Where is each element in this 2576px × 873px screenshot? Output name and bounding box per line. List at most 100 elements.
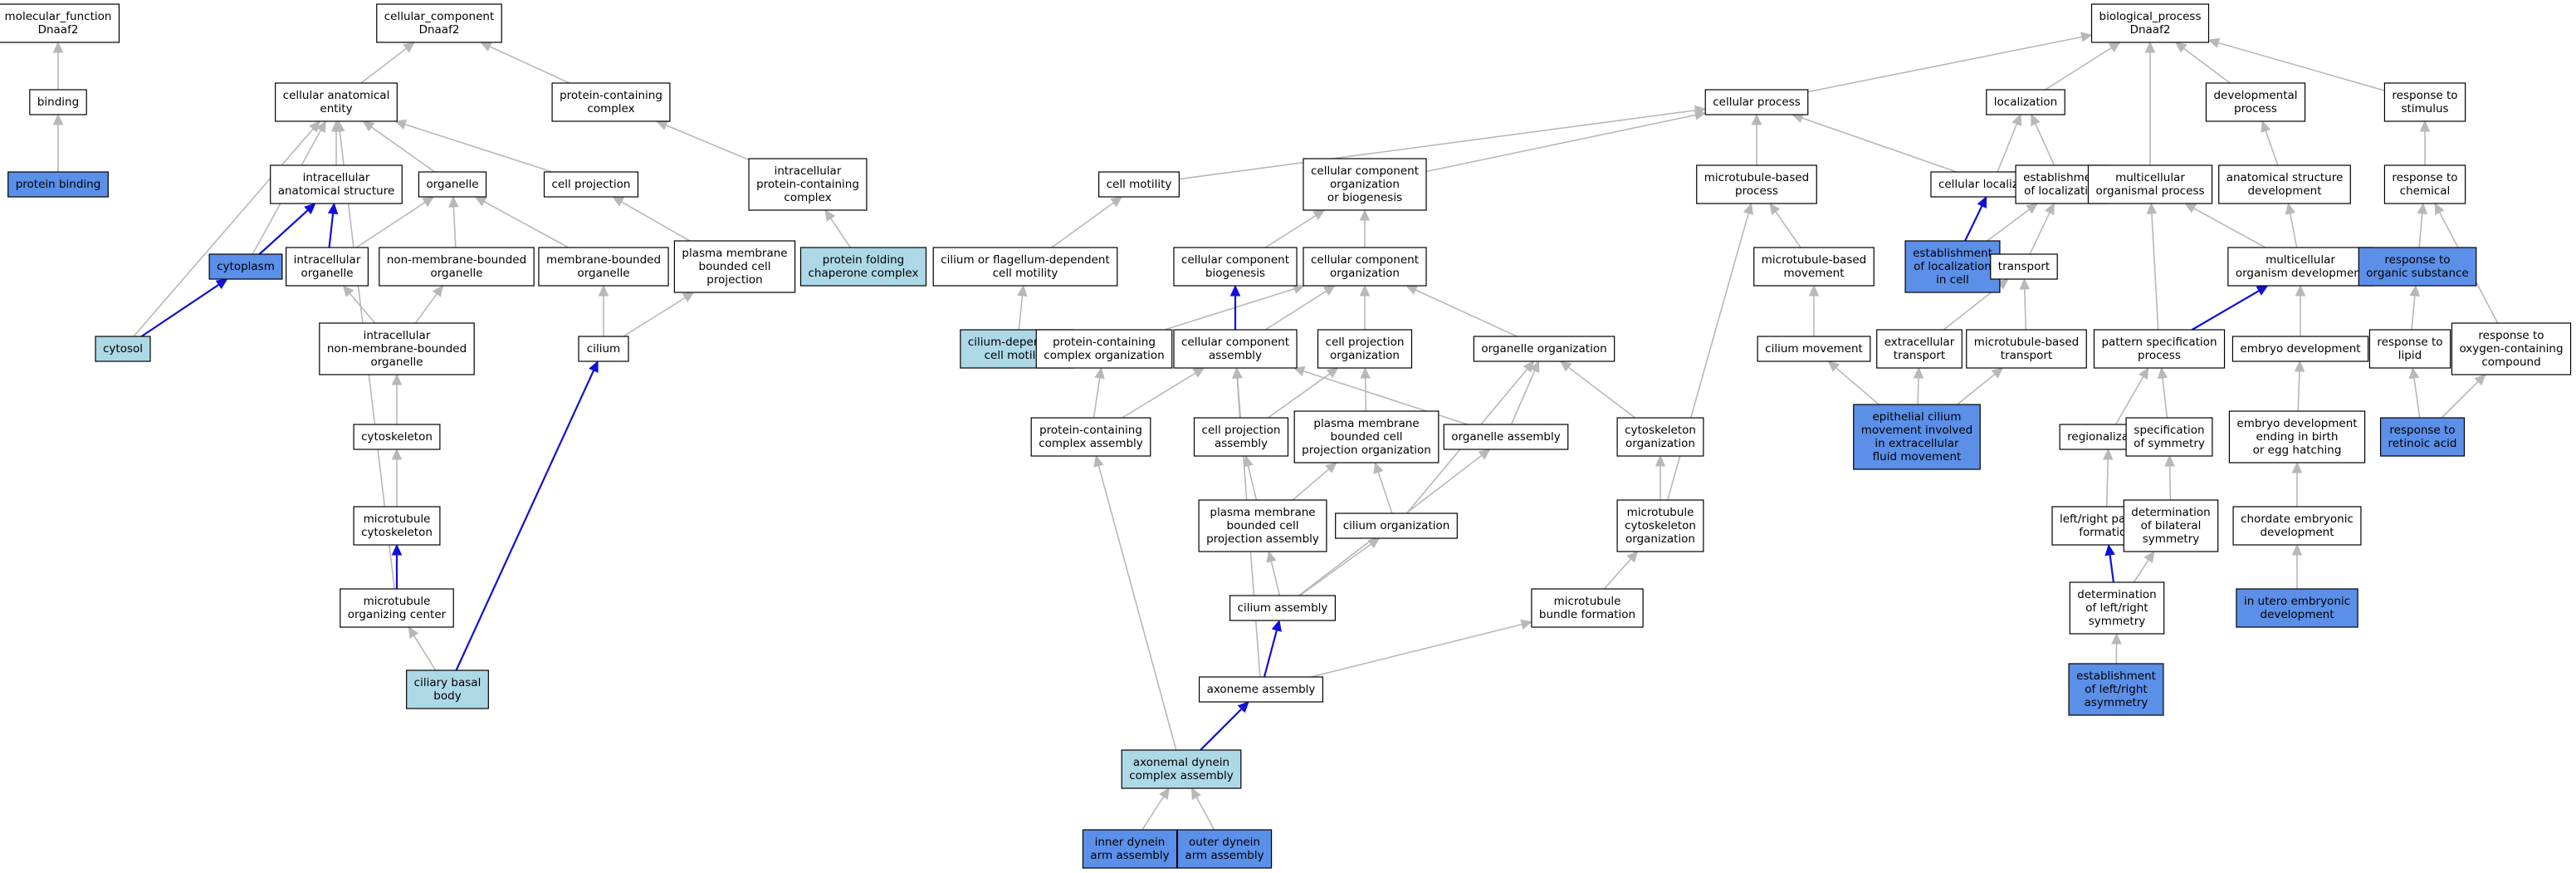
arrowhead-icon — [2080, 32, 2093, 42]
node-binding[interactable]: binding — [29, 89, 87, 115]
node-protbind[interactable]: protein binding — [7, 171, 109, 198]
node-cytoplasm[interactable]: cytoplasm — [208, 253, 283, 280]
node-label-line: lipid — [2398, 349, 2422, 362]
node-label-line: projection assembly — [1206, 532, 1319, 546]
node-label: organelle assembly — [1451, 430, 1560, 444]
arrowhead-icon — [448, 195, 459, 208]
node-cilmov[interactable]: cilium movement — [1757, 336, 1871, 362]
node-orgorg[interactable]: organelle organization — [1473, 336, 1615, 362]
arrowhead-icon — [1626, 551, 1639, 563]
edge-odaa-to-adca — [1190, 787, 1215, 831]
node-cilasm[interactable]: cilium assembly — [1229, 595, 1336, 621]
node-orga[interactable]: organelle assembly — [1443, 424, 1569, 450]
edge-line — [1917, 377, 1919, 405]
node-label-line: microtubule — [364, 595, 431, 608]
node-cytoskel[interactable]: cytoskeleton — [353, 424, 441, 450]
node-label-line: cytoplasm — [217, 260, 275, 273]
arrowhead-icon — [1326, 367, 1339, 379]
node-cilium[interactable]: cilium — [578, 336, 629, 362]
edge-rra-to-rlipid — [2408, 366, 2421, 419]
node-cellproj[interactable]: cell projection — [543, 171, 639, 198]
node-localization[interactable]: localization — [1986, 89, 2065, 115]
node-cilorg[interactable]: cilium organization — [1335, 513, 1458, 539]
node-transport[interactable]: transport — [1990, 253, 2058, 280]
node-label-line: determination — [2131, 506, 2210, 519]
node-embdev[interactable]: embryo development — [2231, 336, 2369, 362]
arrowhead-icon — [2011, 113, 2022, 126]
node-axasm[interactable]: axoneme assembly — [1198, 676, 1324, 703]
arrowhead-icon — [327, 202, 339, 215]
node-box — [270, 164, 403, 204]
node-cytosol[interactable]: cytosol — [95, 336, 151, 362]
node-label-line: extracellular — [1884, 336, 1955, 349]
arrowhead-icon — [52, 113, 64, 125]
node-label-line: cellular component — [1311, 164, 1419, 178]
node-cellproc[interactable]: cellular process — [1704, 89, 1809, 115]
edge-rlipid-to-ros — [2409, 284, 2421, 331]
edge-line — [1807, 36, 2082, 93]
node-organelle[interactable]: organelle — [418, 171, 487, 198]
edge-cbb-to-cilium — [455, 360, 599, 671]
node-cellmot[interactable]: cell motility — [1098, 171, 1180, 198]
